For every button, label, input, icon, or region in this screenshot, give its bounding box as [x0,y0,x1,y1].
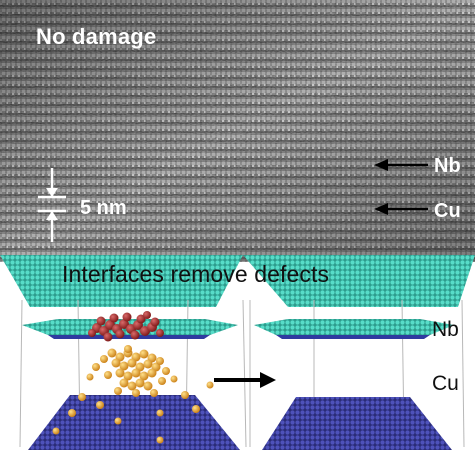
nb-interface-plane-right-underside [276,335,430,339]
tem-nb-label: Nb [434,155,461,177]
cu-lattice-right [262,397,452,450]
scattered-cu-atoms [52,381,214,444]
nb-interface-plane-right [254,319,454,335]
interface-slab-left [0,255,243,307]
interface-slab-right [243,255,475,307]
cu-lattice-left [28,395,240,450]
time-evolution-arrow [214,372,276,388]
no-damage-label: No damage [36,24,157,49]
tem-micrograph [0,0,475,262]
simulation-nb-label: Nb [432,318,459,341]
nb-layer-arrow [374,159,428,171]
cu-layer-arrow [374,203,428,215]
nb-interface-plane-left-underside [48,335,210,339]
interfaces-banner: Interfaces remove defects [62,261,330,287]
scale-bar [38,168,66,242]
nb-interstitial-cluster [88,311,164,342]
cu-vacancy-cluster [86,345,178,397]
tem-cu-label: Cu [434,200,461,222]
scale-bar-label: 5 nm [80,197,127,219]
tem-shading [0,0,475,262]
md-simulation [0,255,475,450]
simulation-cu-label: Cu [432,372,459,395]
